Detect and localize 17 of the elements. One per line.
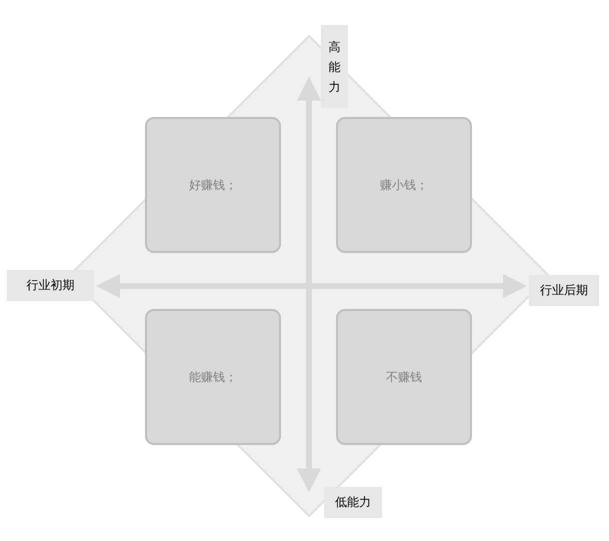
quadrant-box xyxy=(336,309,472,445)
quadrant-text: 不赚钱 xyxy=(386,368,422,386)
quadrant-text: 能赚钱； xyxy=(189,368,237,386)
quadrant-box xyxy=(145,117,281,253)
double-arrow xyxy=(96,274,527,298)
quadrant-text: 赚小钱； xyxy=(380,176,428,194)
axis-label xyxy=(324,487,382,518)
axis-label xyxy=(529,275,599,306)
quadrant-box xyxy=(145,309,281,445)
axis-label-text: 行业初期 xyxy=(26,277,74,294)
quadrant-text: 好赚钱； xyxy=(189,176,237,194)
axis-label-text: 行业后期 xyxy=(540,282,588,299)
axis-label-text: 高能力 xyxy=(328,38,340,96)
axis-label xyxy=(7,270,94,301)
quadrant-box xyxy=(336,117,472,253)
axis-label xyxy=(321,25,348,108)
axis-label-text: 低能力 xyxy=(335,494,371,511)
